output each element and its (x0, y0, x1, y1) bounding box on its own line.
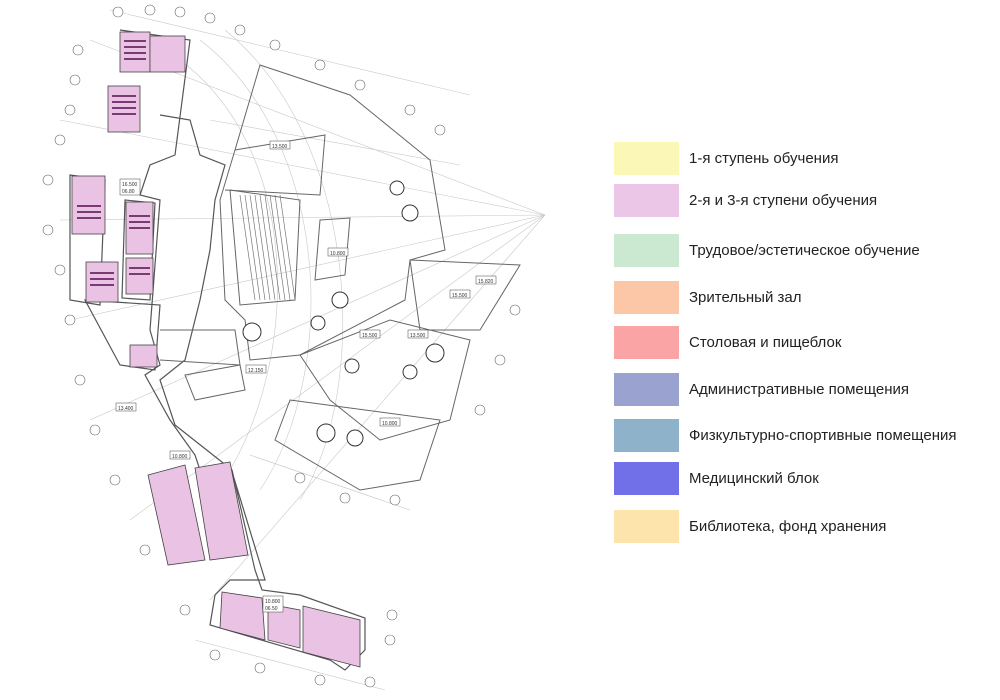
legend-label: Медицинский блок (689, 469, 819, 487)
legend-item-sports: Физкультурно-спортивные помещения (614, 419, 994, 459)
legend-swatch (614, 419, 679, 452)
level-label-box (269, 140, 291, 150)
level-label-box (115, 402, 137, 412)
desk-patterns (77, 40, 150, 286)
level-label: 13.500 (272, 144, 288, 150)
level-label: 10.800 (172, 454, 188, 460)
level-label-box (379, 417, 401, 427)
level-label-box (475, 275, 497, 285)
legend-label: Трудовое/эстетическое обучение (689, 241, 920, 259)
legend-item-canteen: Столовая и пищеблок (614, 326, 994, 366)
level-label: 15.820 (478, 279, 494, 285)
legend-label: Зрительный зал (689, 288, 802, 306)
auditorium-outline (159, 64, 521, 491)
legend-label: 1-я ступень обучения (689, 149, 839, 167)
legend-item-primary-education: 1-я ступень обучения (614, 142, 994, 182)
level-label: 10.800 (265, 599, 281, 605)
legend-label: Библиотека, фонд хранения (689, 517, 887, 535)
legend-swatch (614, 281, 679, 314)
legend-swatch (614, 142, 679, 175)
level-label-box (169, 450, 191, 460)
legend-item-administrative: Административные помещения (614, 373, 994, 413)
level-label-box (359, 329, 381, 339)
legend-swatch (614, 326, 679, 359)
legend-swatch (614, 373, 679, 406)
level-label: 13.400 (118, 406, 134, 412)
level-label: 10.800 (382, 421, 398, 427)
legend-label: Физкультурно-спортивные помещения (689, 426, 957, 444)
level-label-box (327, 247, 349, 257)
classroom-blocks (71, 31, 361, 668)
level-label: 12.150 (248, 368, 264, 374)
legend-item-auditorium: Зрительный зал (614, 281, 994, 321)
level-label-box (449, 289, 471, 299)
seating-tiers (239, 194, 296, 301)
legend-label: Административные помещения (689, 380, 910, 398)
columns (242, 180, 445, 447)
level-label: 06.80 (122, 189, 135, 195)
legend-label: Столовая и пищеблок (689, 333, 842, 351)
level-label: 13.500 (410, 333, 426, 339)
level-label: 16.500 (122, 182, 138, 188)
legend-swatch (614, 510, 679, 543)
legend-item-library: Библиотека, фонд хранения (614, 510, 994, 550)
level-label-box (119, 178, 141, 196)
level-label: 15.500 (362, 333, 378, 339)
legend-swatch (614, 234, 679, 267)
legend-swatch (614, 462, 679, 495)
legend-item-labor-aesthetic: Трудовое/эстетическое обучение (614, 234, 994, 274)
level-label: 06.50 (265, 606, 278, 612)
level-label: 10.800 (330, 251, 346, 257)
legend-swatch (614, 184, 679, 217)
level-label-box (245, 364, 267, 374)
level-label: 15.500 (452, 293, 468, 299)
legend-item-secondary-education: 2-я и 3-я ступени обучения (614, 184, 994, 224)
legend-item-medical: Медицинский блок (614, 462, 994, 502)
legend-label: 2-я и 3-я ступени обучения (689, 191, 878, 209)
level-label-box (407, 329, 429, 339)
axis-markers (42, 4, 521, 688)
level-label-box (262, 595, 284, 613)
